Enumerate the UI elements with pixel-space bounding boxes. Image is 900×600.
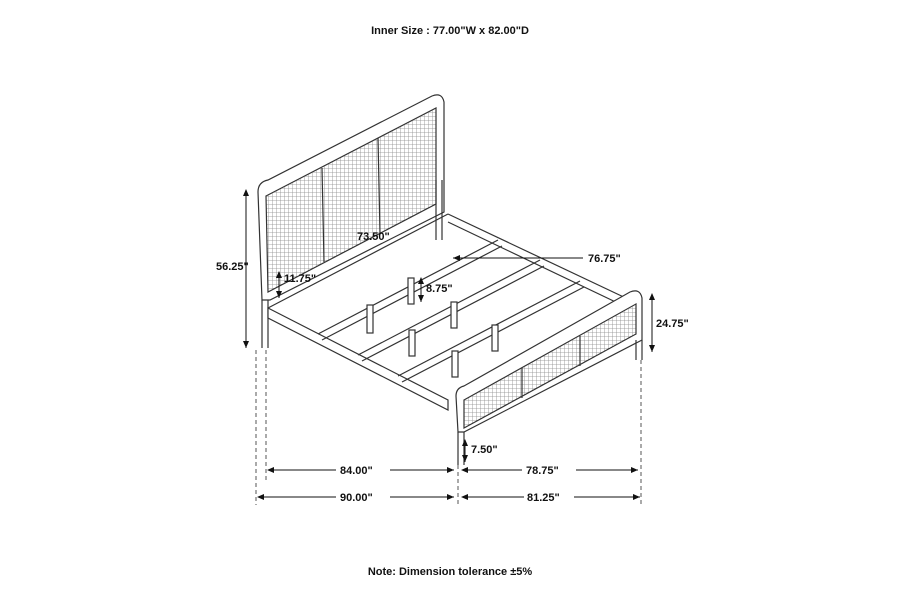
inner-width-label: 78.75"	[526, 465, 559, 477]
inner-width-top-label: 73.50"	[357, 231, 390, 243]
footboard	[455, 290, 643, 465]
side-rail-length-label: 76.75"	[588, 253, 621, 265]
headboard-height-label: 56.25"	[216, 261, 249, 273]
overall-length-label: 90.00"	[340, 492, 373, 504]
inner-length-label: 84.00"	[340, 465, 373, 477]
overall-width-label: 81.25"	[527, 492, 560, 504]
slat-support-height-label: 8.75"	[426, 283, 453, 295]
bed-frame	[267, 213, 631, 411]
footboard-height-label: 24.75"	[656, 318, 689, 330]
headboard-clearance-label: 11.75"	[284, 273, 316, 285]
tolerance-note: Note: Dimension tolerance ±5%	[367, 566, 533, 578]
inner-size-title: Inner Size : 77.00"W x 82.00"D	[371, 25, 529, 37]
footboard-clearance-label: 7.50"	[471, 444, 498, 456]
headboard	[257, 94, 445, 348]
